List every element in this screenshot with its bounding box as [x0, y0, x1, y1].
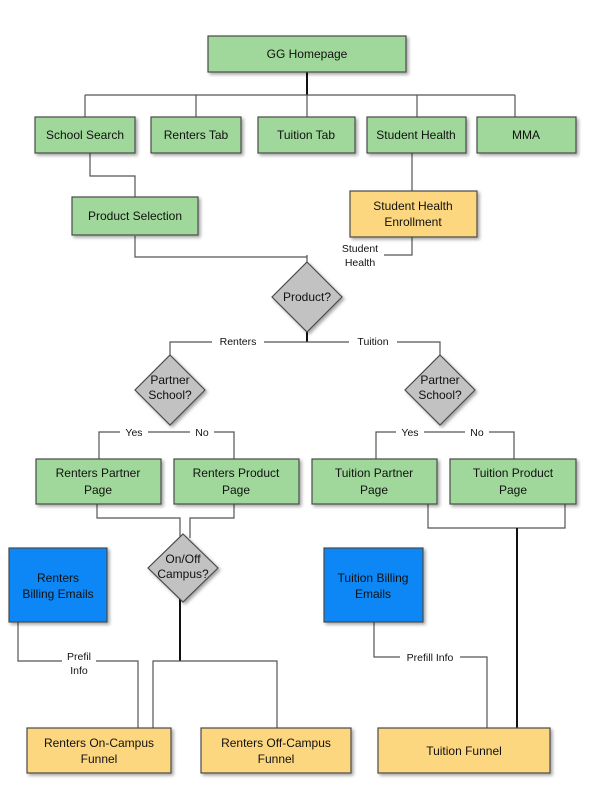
node-tuition-billing-emails[interactable]: Tuition Billing Emails [323, 547, 424, 623]
decision-partner-right-line1: Partner [420, 373, 459, 387]
node-renters-product-page[interactable]: Renters Product Page [173, 458, 300, 505]
edge-label-yes-right: Yes [401, 427, 418, 439]
node-school-search-label: School Search [46, 128, 124, 142]
node-off-campus-line1: Renters Off-Campus [221, 736, 331, 750]
node-student-health[interactable]: Student Health [366, 116, 467, 154]
node-renters-partner-line2: Page [84, 483, 112, 497]
node-renters-tab-label: Renters Tab [164, 128, 229, 142]
decision-on-off-line2: Campus? [157, 567, 209, 581]
edge-renters-partner-onoff [96, 504, 181, 538]
edge-renters-product-onoff [189, 504, 235, 538]
node-renters-billing-line1: Renters [37, 571, 79, 585]
decision-product[interactable]: Product? [271, 261, 343, 333]
node-tuition-tab[interactable]: Tuition Tab [257, 116, 356, 154]
node-gg-homepage-label: GG Homepage [267, 47, 348, 61]
node-tuition-tab-label: Tuition Tab [277, 128, 335, 142]
node-gg-homepage[interactable]: GG Homepage [207, 35, 407, 73]
node-renters-on-campus-funnel[interactable]: Renters On-Campus Funnel [26, 727, 172, 774]
edge-product-selection-decision [134, 236, 307, 258]
edge-label-prefil-2: Info [70, 665, 88, 677]
edge-label-no-left: No [195, 427, 209, 439]
node-tuition-funnel[interactable]: Tuition Funnel [377, 727, 551, 774]
node-mma-label: MMA [512, 128, 540, 142]
decision-partner-right-line2: School? [418, 388, 462, 402]
node-tuition-partner-line1: Tuition Partner [335, 466, 413, 480]
edge-label-renters: Renters [220, 336, 257, 348]
node-sh-enrollment-line2: Enrollment [384, 215, 442, 229]
node-sh-enrollment-line1: Student Health [373, 199, 452, 213]
node-student-health-label: Student Health [376, 128, 455, 142]
node-tuition-partner-page[interactable]: Tuition Partner Page [311, 458, 438, 505]
edge-label-student-health-2: Health [345, 257, 376, 269]
node-tuition-product-line1: Tuition Product [473, 466, 554, 480]
decision-on-off-campus[interactable]: On/Off Campus? [147, 533, 219, 603]
edge-right-yes-no [375, 431, 515, 459]
node-off-campus-line2: Funnel [258, 752, 295, 766]
node-renters-billing-emails[interactable]: Renters Billing Emails [8, 547, 108, 623]
node-mma[interactable]: MMA [476, 116, 577, 154]
decision-partner-left-line2: School? [148, 388, 192, 402]
decision-partner-left-line1: Partner [150, 373, 189, 387]
node-renters-tab[interactable]: Renters Tab [150, 116, 242, 154]
edge-label-prefil-1: Prefil [67, 651, 91, 663]
edge-label-yes-left: Yes [125, 427, 142, 439]
node-renters-partner-page[interactable]: Renters Partner Page [35, 458, 162, 505]
decision-product-label: Product? [283, 290, 331, 304]
decision-partner-school-tuition[interactable]: Partner School? [404, 354, 476, 426]
node-renters-billing-line2: Billing Emails [22, 587, 93, 601]
node-tuition-partner-line2: Page [360, 483, 388, 497]
nodes: GG Homepage School Search Renters Tab Tu… [8, 35, 577, 774]
edge-label-no-right: No [470, 427, 484, 439]
edge-label-tuition: Tuition [357, 336, 388, 348]
node-tuition-billing-line2: Emails [355, 587, 391, 601]
edge-left-yes-no [98, 431, 235, 459]
node-renters-off-campus-funnel[interactable]: Renters Off-Campus Funnel [200, 727, 352, 774]
edge-school-search-product-selection [89, 153, 136, 197]
decision-on-off-line1: On/Off [165, 552, 201, 566]
node-school-search[interactable]: School Search [34, 116, 136, 154]
edge-label-student-health-1: Student [342, 243, 378, 255]
edge-onoff-funnels [152, 660, 278, 728]
node-tuition-product-line2: Page [499, 483, 527, 497]
node-product-selection-label: Product Selection [88, 209, 182, 223]
node-tuition-product-page[interactable]: Tuition Product Page [449, 458, 577, 505]
node-renters-product-line1: Renters Product [193, 466, 280, 480]
node-on-campus-line1: Renters On-Campus [44, 736, 154, 750]
node-renters-partner-line1: Renters Partner [56, 466, 141, 480]
node-product-selection[interactable]: Product Selection [71, 196, 199, 236]
edge-tuition-pages-bus [427, 504, 566, 529]
edge-renters-tuition-bus [169, 341, 441, 355]
edge-labels: Student Health Renters Tuition Yes No Ye… [62, 241, 489, 677]
decision-partner-school-renters[interactable]: Partner School? [134, 354, 206, 426]
node-tuition-billing-line1: Tuition Billing [338, 571, 409, 585]
edge-tuition-billing-funnel [373, 622, 488, 728]
node-student-health-enrollment[interactable]: Student Health Enrollment [349, 190, 478, 238]
node-tuition-funnel-label: Tuition Funnel [426, 744, 502, 758]
node-renters-product-line2: Page [222, 483, 250, 497]
edge-enrollment-decision [380, 237, 413, 256]
node-on-campus-line2: Funnel [81, 752, 118, 766]
edge-label-prefill-info: Prefill Info [407, 652, 454, 664]
edges [17, 72, 566, 728]
